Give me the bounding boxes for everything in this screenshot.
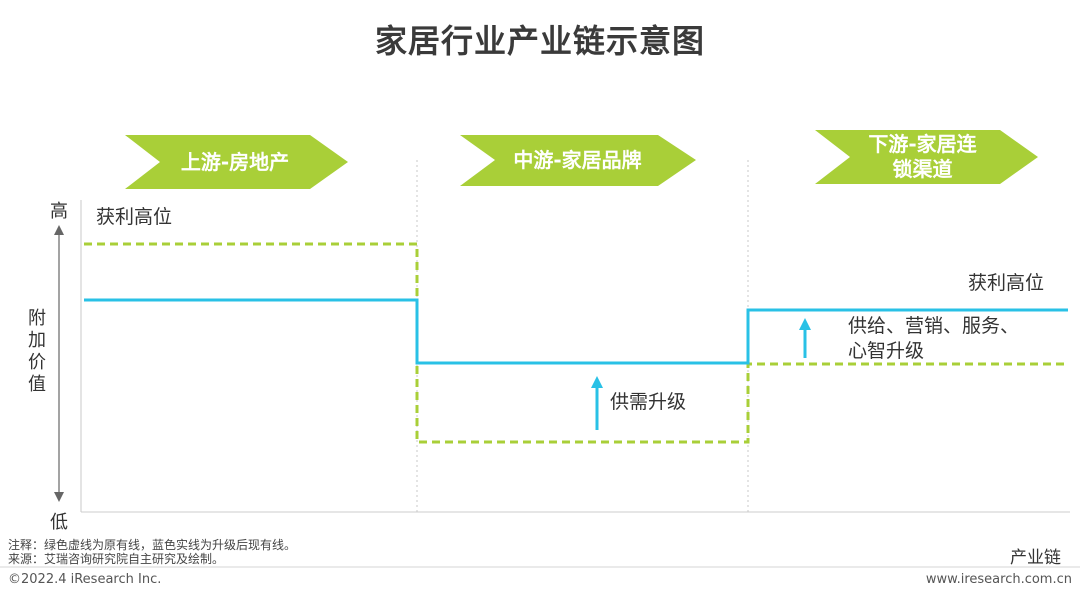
original-value-line [84, 242, 1068, 444]
axis-low-label: 低 [50, 512, 68, 533]
y-axis-title: 附 加 价 值 [28, 308, 46, 395]
stage-arrow-upstream [125, 135, 348, 189]
downstream-upgrade-label: 供给、营销、服务、 心智升级 [848, 315, 1020, 362]
y-axis-down-arrow [54, 492, 64, 502]
profit-high-right-label: 获利高位 [968, 272, 1045, 294]
supply-demand-up-arrow-head [591, 376, 603, 388]
y-axis-up-arrow [54, 225, 64, 235]
upgraded-value-line [84, 298, 1068, 365]
page-title: 家居行业产业链示意图 [374, 22, 705, 60]
profit-high-left-label: 获利高位 [96, 206, 173, 228]
downstream-up-arrow-head [799, 318, 811, 330]
stage-arrow-midstream [460, 135, 696, 186]
note-source: 来源：艾瑞咨询研究院自主研究及绘制。 [8, 552, 225, 566]
stage-label-upstream: 上游-房地产 [160, 150, 310, 175]
footer-copyright: ©2022.4 iResearch Inc. [8, 572, 162, 587]
supply-demand-upgrade-label: 供需升级 [610, 391, 687, 413]
stage-label-downstream: 下游-家居连 锁渠道 [845, 132, 1000, 182]
stage-label-midstream: 中游-家居品牌 [495, 148, 660, 173]
x-axis-title: 产业链 [1010, 548, 1061, 568]
stage-arrow-downstream [815, 130, 1038, 184]
stage-label-downstream-line2: 锁渠道 [892, 157, 953, 181]
note-legend: 注释：绿色虚线为原有线，蓝色实线为升级后现有线。 [8, 538, 297, 552]
stage-label-downstream-line1: 下游-家居连 [868, 132, 977, 156]
axis-high-label: 高 [50, 201, 68, 222]
stage-label-upstream-text: 上游-房地产 [180, 150, 290, 174]
stage-label-midstream-text: 中游-家居品牌 [513, 148, 642, 172]
footer-website: www.iresearch.com.cn [925, 572, 1072, 587]
